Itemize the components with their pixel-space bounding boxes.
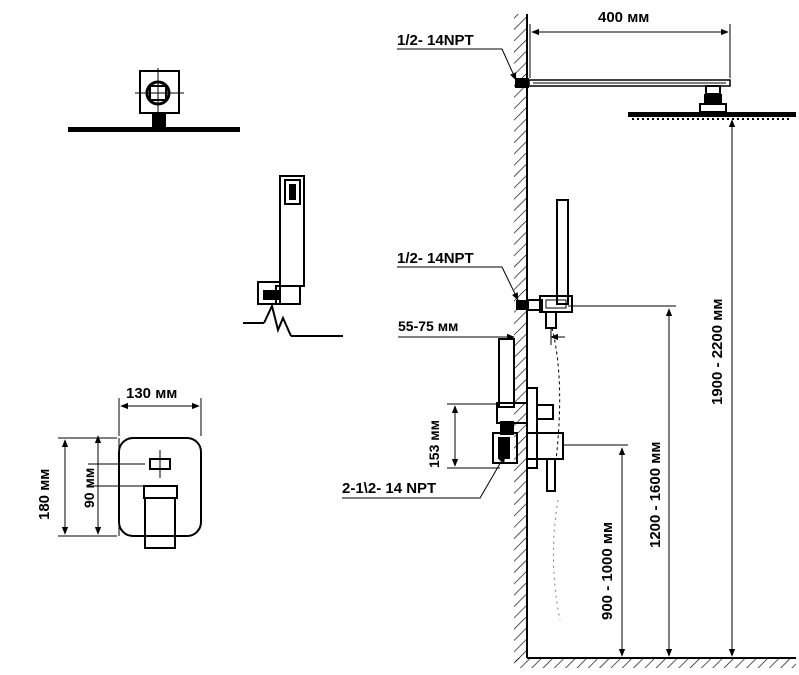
height-mixer-label: 900 - 1000 мм [599,522,616,620]
thread-top-callout: 1/2- 14NPT [397,32,517,81]
thread-valve-callout: 2-1\2- 14 NPT [342,454,506,499]
plate-width-label: 130 мм [126,385,177,402]
shower-head-front [68,68,240,132]
height-shower-label: 1900 - 2200 мм [709,299,726,405]
hand-shower-holder [516,199,573,621]
hand-shower-front [243,175,343,337]
thread-top-label: 1/2- 14NPT [397,32,474,49]
plate-inner-label: 90 мм [81,468,97,508]
wall [514,14,528,662]
valve-height-label: 153 мм [426,420,442,468]
thread-valve-label: 2-1\2- 14 NPT [342,480,436,497]
thread-mid-label: 1/2- 14NPT [397,250,474,267]
concealed-valve [492,338,564,492]
dim-width-top: 400 мм [529,9,731,78]
floor [514,657,796,668]
plate-height-label: 180 мм [36,469,53,520]
depth-label: 55-75 мм [398,318,458,334]
shower-head-side [628,112,796,120]
height-holder-label: 1200 - 1600 мм [647,442,664,548]
dim-height-holder: 1200 - 1600 мм [568,305,676,657]
width-top-label: 400 мм [598,9,649,26]
wall-plate-front [118,437,202,549]
shower-arm [515,78,731,113]
dim-valve-height: 153 мм [426,403,500,469]
dim-height-mixer: 900 - 1000 мм [563,444,628,657]
dim-plate-inner: 90 мм [81,435,145,535]
dim-plate-height: 180 мм [36,437,117,537]
dim-height-shower: 1900 - 2200 мм [709,115,790,657]
thread-mid-callout: 1/2- 14NPT [397,250,519,301]
dim-plate-width: 130 мм [118,385,202,436]
dim-depth: 55-75 мм [398,318,565,345]
